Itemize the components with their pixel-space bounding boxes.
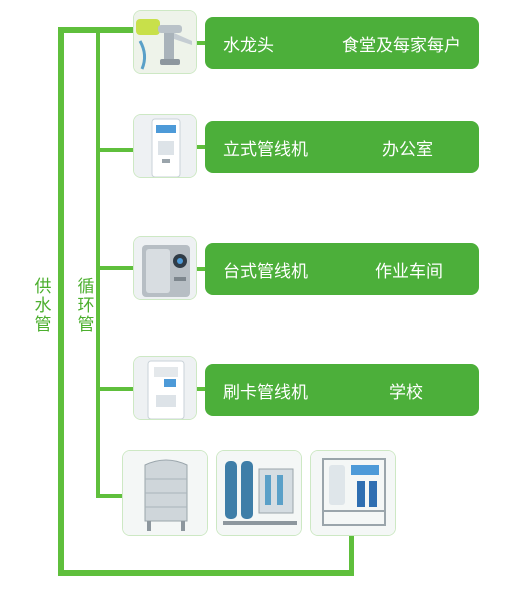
ro-purifier-icon bbox=[310, 450, 396, 536]
loop-pipe-vertical bbox=[96, 33, 100, 498]
device-name: 台式管线机 bbox=[223, 261, 308, 282]
standing-dispenser-icon bbox=[133, 114, 197, 178]
device-name: 刷卡管线机 bbox=[223, 382, 308, 403]
device-card-faucet: 水龙头 食堂及每家每户 bbox=[205, 17, 479, 69]
supply-pipe-top bbox=[58, 27, 138, 33]
desktop-dispenser-icon bbox=[133, 236, 197, 300]
device-location: 食堂及每家每户 bbox=[342, 35, 461, 56]
connector-2 bbox=[196, 145, 206, 149]
filter-system-icon bbox=[216, 450, 302, 536]
device-location: 学校 bbox=[389, 382, 423, 403]
connector-1 bbox=[196, 41, 206, 45]
connector-4 bbox=[196, 387, 206, 391]
supply-pipe-bottom bbox=[58, 570, 354, 576]
card-dispenser-icon bbox=[133, 356, 197, 420]
loop-branch-4 bbox=[96, 494, 124, 498]
device-name: 水龙头 bbox=[223, 35, 274, 56]
device-card-swipe: 刷卡管线机 学校 bbox=[205, 364, 479, 416]
connector-3 bbox=[196, 267, 206, 271]
device-card-desktop: 台式管线机 作业车间 bbox=[205, 243, 479, 295]
device-name: 立式管线机 bbox=[223, 139, 308, 160]
stainless-water-tank-icon bbox=[122, 450, 208, 536]
loop-branch-3 bbox=[96, 387, 136, 391]
device-location: 办公室 bbox=[382, 139, 433, 160]
device-card-standing: 立式管线机 办公室 bbox=[205, 121, 479, 173]
supply-pipe-label: 供水管 bbox=[34, 277, 52, 335]
loop-branch-2 bbox=[96, 266, 136, 270]
device-location: 作业车间 bbox=[375, 261, 443, 282]
supply-pipe-vertical bbox=[58, 27, 64, 576]
loop-pipe-label: 循环管 bbox=[77, 277, 95, 335]
supply-pipe-riser bbox=[349, 535, 354, 576]
faucet-icon bbox=[133, 10, 197, 74]
loop-branch-1 bbox=[96, 148, 136, 152]
